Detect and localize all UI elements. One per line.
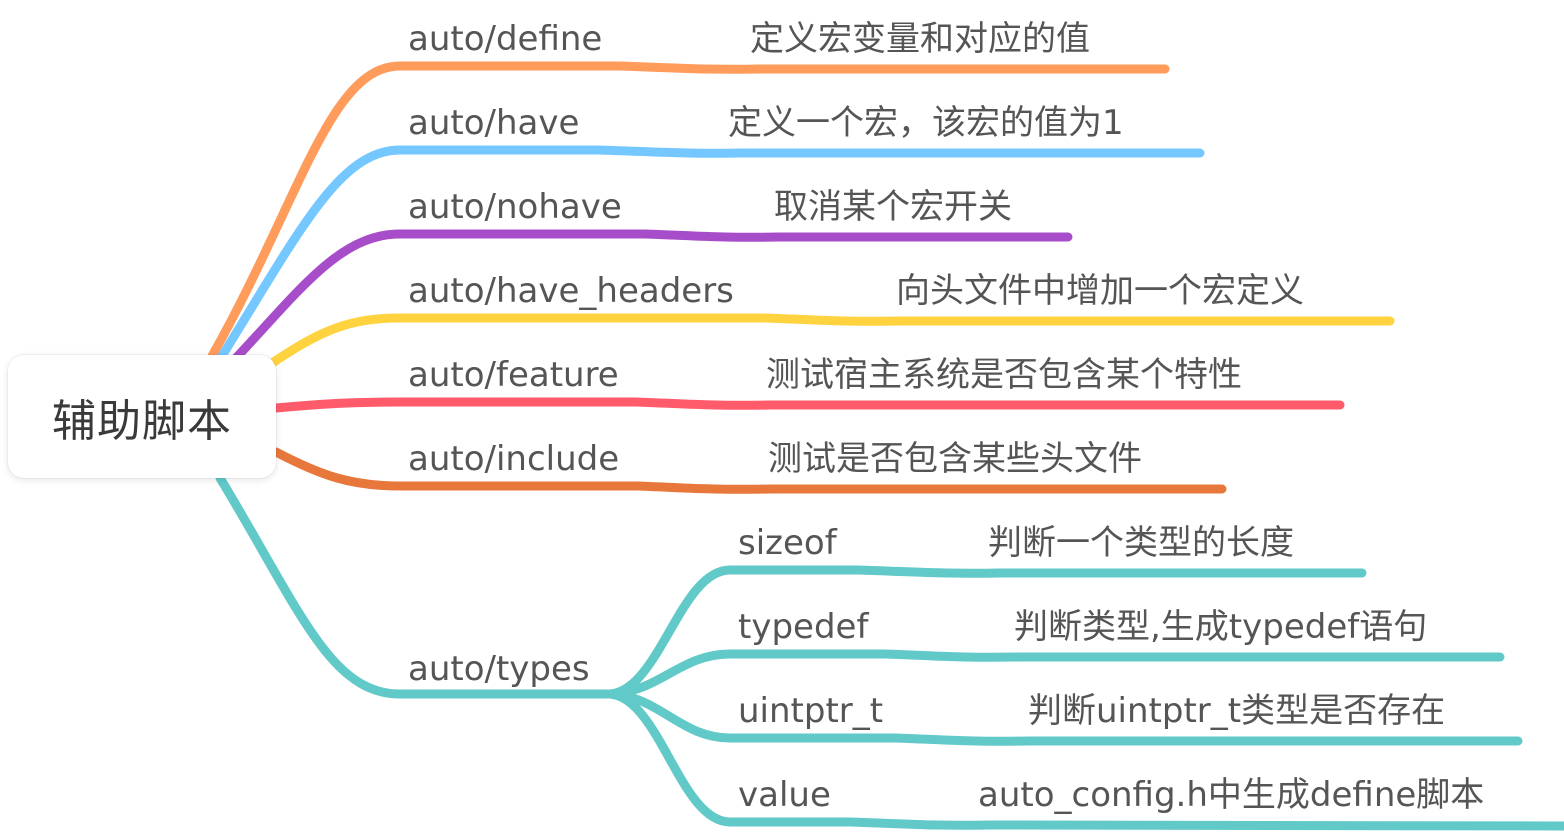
branch-label-have[interactable]: auto/have: [408, 103, 580, 143]
connector-feature: [271, 397, 1345, 413]
connectors: [207, 61, 1564, 831]
connector-value: [605, 689, 1564, 831]
branch-desc-include: 测试是否包含某些头文件: [768, 439, 1142, 479]
branch-desc-define: 定义宏变量和对应的值: [750, 19, 1090, 59]
child-label-sizeof[interactable]: sizeof: [738, 523, 837, 563]
connector-have-headers: [263, 313, 1395, 371]
branch-label-feature[interactable]: auto/feature: [408, 355, 619, 395]
branch-desc-nohave: 取消某个宏开关: [774, 187, 1012, 227]
branch-desc-feature: 测试宿主系统是否包含某个特性: [766, 355, 1242, 395]
branch-label-types[interactable]: auto/types: [408, 649, 590, 689]
child-label-typedef[interactable]: typedef: [738, 607, 869, 647]
child-desc-uintptr-t: 判断uintptr_t类型是否存在: [1028, 691, 1446, 731]
connector-uintptr-t: [605, 689, 1523, 746]
child-label-uintptr-t[interactable]: uintptr_t: [738, 691, 884, 731]
branch-label-have-headers[interactable]: auto/have_headers: [408, 271, 734, 311]
branch-label-nohave[interactable]: auto/nohave: [408, 187, 622, 227]
child-desc-typedef: 判断类型,生成typedef语句: [1014, 607, 1428, 647]
branch-label-define[interactable]: auto/define: [408, 19, 603, 59]
child-desc-value: auto_config.h中生成define脚本: [978, 775, 1485, 815]
connector-types: [215, 473, 615, 699]
connector-include: [271, 447, 1227, 494]
child-desc-sizeof: 判断一个类型的长度: [988, 523, 1294, 563]
root-node[interactable]: 辅助脚本: [8, 355, 276, 478]
connector-sizeof: [605, 565, 1367, 699]
connector-nohave: [231, 229, 1073, 363]
connector-have: [217, 145, 1205, 361]
branch-label-include[interactable]: auto/include: [408, 439, 620, 479]
child-label-value[interactable]: value: [738, 775, 831, 815]
branch-desc-have-headers: 向头文件中增加一个宏定义: [896, 271, 1304, 311]
branch-desc-have: 定义一个宏，该宏的值为1: [728, 103, 1124, 143]
connector-typedef: [605, 649, 1505, 699]
connector-define: [207, 61, 1170, 361]
